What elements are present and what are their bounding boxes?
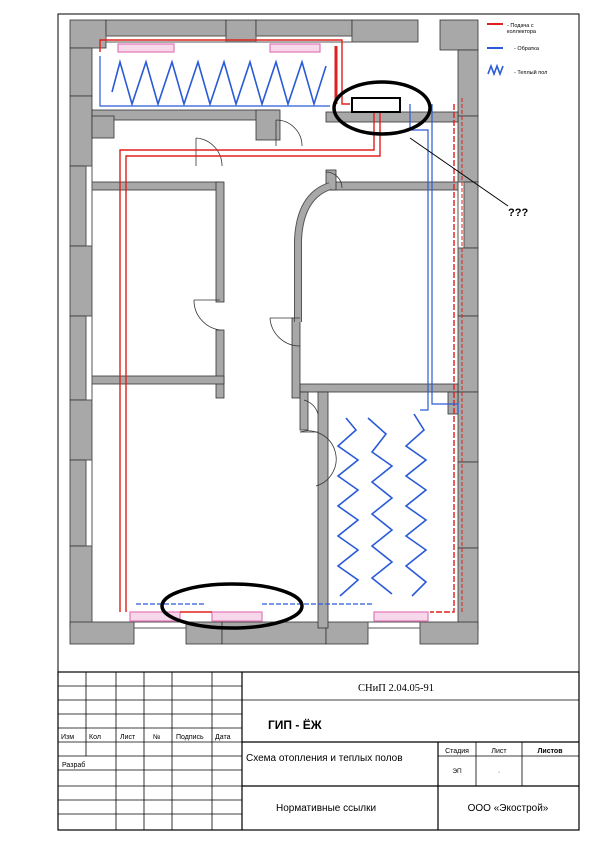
col-header-list: Лист: [120, 734, 136, 741]
col-header-number: №: [153, 734, 161, 741]
radiators: [117, 43, 429, 622]
stage-value: ЭП: [452, 768, 462, 775]
question-pointer-line: [409, 137, 509, 207]
gip-label: ГИП - ЁЖ: [268, 717, 322, 732]
legend-supply-label: - Подача с: [507, 23, 534, 29]
supply-pipes: [99, 39, 463, 613]
return-pipes: [99, 56, 459, 605]
collector: [351, 97, 401, 113]
col-header-izm: Изм: [61, 734, 74, 741]
legend-return-label: - Обратка: [514, 46, 540, 52]
legend: - Подача с коллектора - Обратка - Теплый…: [487, 23, 547, 77]
company-name: ООО «Экострой»: [468, 803, 549, 814]
snip-code: СНиП 2.04.05-91: [358, 683, 434, 694]
col-header-signature: Подпись: [176, 734, 204, 741]
pipe-highlight-ellipse: [160, 582, 304, 630]
walls: [69, 19, 479, 645]
sheet-value: ·: [498, 769, 500, 776]
col-header-kol: Кол: [89, 734, 101, 741]
heated-floor-loop-top: [111, 58, 327, 107]
sheets-header: Листов: [537, 748, 563, 755]
windows: [85, 35, 465, 629]
razrab-label: Разраб: [62, 761, 85, 769]
normative-references: Нормативные ссылки: [276, 803, 376, 814]
col-header-date: Дата: [215, 734, 231, 741]
legend-floor-swatch: [487, 63, 504, 77]
stage-header: Стадия: [445, 748, 469, 755]
door-swings: [193, 119, 343, 487]
collector-highlight-ellipse: [332, 80, 432, 136]
legend-floor-label: - Теплый пол: [514, 69, 547, 76]
sheet-header: Лист: [491, 748, 507, 755]
legend-supply-label-2: коллектора: [507, 29, 537, 35]
heated-floor-loop-bottom: [336, 413, 428, 597]
drawing-title: Схема отопления и теплых полов: [246, 753, 403, 764]
title-block: [57, 671, 580, 831]
question-annotation: ???: [508, 207, 528, 219]
